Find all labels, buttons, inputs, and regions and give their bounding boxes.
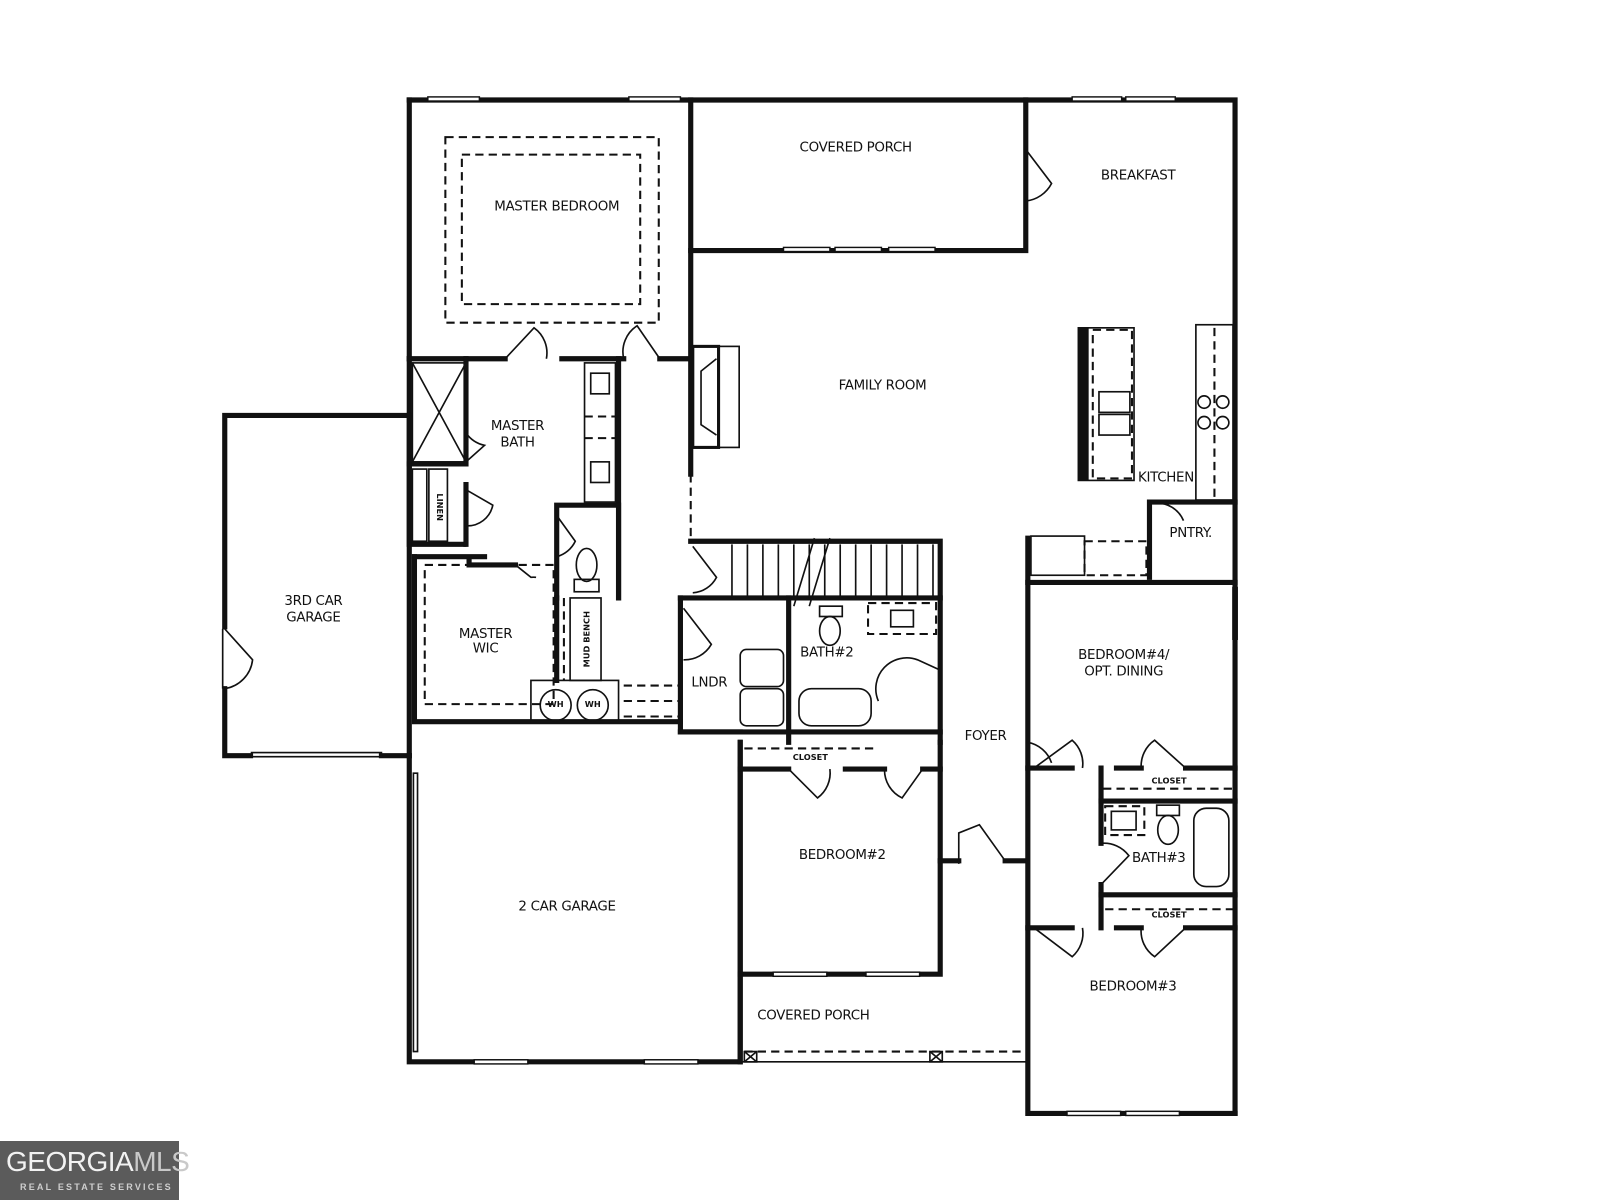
breakfast-kitchen-walls — [1023, 96, 1238, 1116]
fixture-labels: LINEN MUD BENCH WH WH CLOSET CLOSET CLOSET — [435, 493, 1187, 919]
fixture-label-closet-bath3-bottom: CLOSET — [1151, 910, 1187, 920]
room-label-master-bath-2: BATH — [500, 435, 534, 450]
room-label-breakfast: BREAKFAST — [1101, 168, 1177, 183]
room-label-covered-porch-rear: COVERED PORCH — [800, 141, 912, 156]
room-label-3rd-car-garage-1: 3RD CAR — [284, 594, 342, 609]
3rd-car-garage-walls — [221, 412, 412, 759]
2-car-garage-walls — [406, 595, 743, 1065]
bedroom-2-walls — [737, 739, 1029, 978]
room-label-master-bath-1: MASTER — [491, 419, 544, 434]
fixture-label-linen: LINEN — [435, 493, 445, 521]
room-label-bedroom-2: BEDROOM#2 — [799, 848, 886, 863]
family-room-walls — [688, 344, 740, 542]
logo-main-text: GEORGIA — [6, 1146, 134, 1177]
rear-porch-walls — [688, 97, 1053, 254]
master-wic-walls — [411, 554, 683, 725]
master-bedroom-walls — [406, 96, 694, 362]
room-label-3rd-car-garage-2: GARAGE — [286, 611, 340, 626]
right-wing-walls — [1025, 535, 1238, 1117]
room-label-foyer: FOYER — [965, 729, 1007, 744]
room-label-master-bedroom: MASTER BEDROOM — [494, 199, 619, 214]
georgia-mls-logo: GEORGIAMLS REAL ESTATE SERVICES — [0, 1141, 190, 1200]
stair-laundry-bath2-walls — [677, 537, 943, 745]
room-label-kitchen: KITCHEN — [1138, 470, 1194, 485]
room-label-master-wic-1: MASTER — [459, 627, 512, 642]
fixture-label-closet-bed2: CLOSET — [793, 752, 829, 762]
fixture-label-water-heater-2: WH — [585, 699, 601, 709]
front-porch — [737, 971, 1026, 1065]
logo-subtitle: REAL ESTATE SERVICES — [20, 1182, 173, 1192]
room-label-pantry: PNTRY. — [1169, 526, 1212, 541]
room-label-bedroom-4-2: OPT. DINING — [1084, 664, 1163, 679]
room-label-covered-porch-front: COVERED PORCH — [757, 1009, 869, 1024]
room-labels: MASTER BEDROOM COVERED PORCH BREAKFAST FAMI… — [284, 141, 1212, 1024]
room-label-bath-3: BATH#3 — [1132, 851, 1185, 866]
master-bath-walls — [406, 356, 622, 601]
fixture-label-water-heater-1: WH — [548, 699, 564, 709]
fixture-label-closet-bath3-top: CLOSET — [1151, 776, 1187, 786]
room-label-bedroom-3: BEDROOM#3 — [1090, 980, 1177, 995]
logo-accent-text: MLS — [133, 1146, 190, 1177]
room-label-bath-2: BATH#2 — [800, 646, 853, 661]
room-label-laundry: LNDR — [691, 676, 727, 691]
logo-wordmark: GEORGIAMLS — [6, 1146, 190, 1177]
room-label-master-wic-2: WIC — [473, 642, 499, 657]
room-label-2-car-garage: 2 CAR GARAGE — [518, 899, 615, 914]
room-label-bedroom-4-1: BEDROOM#4/ — [1078, 648, 1170, 663]
fixture-label-mud-bench: MUD BENCH — [582, 611, 592, 667]
room-label-family-room: FAMILY ROOM — [839, 379, 927, 394]
